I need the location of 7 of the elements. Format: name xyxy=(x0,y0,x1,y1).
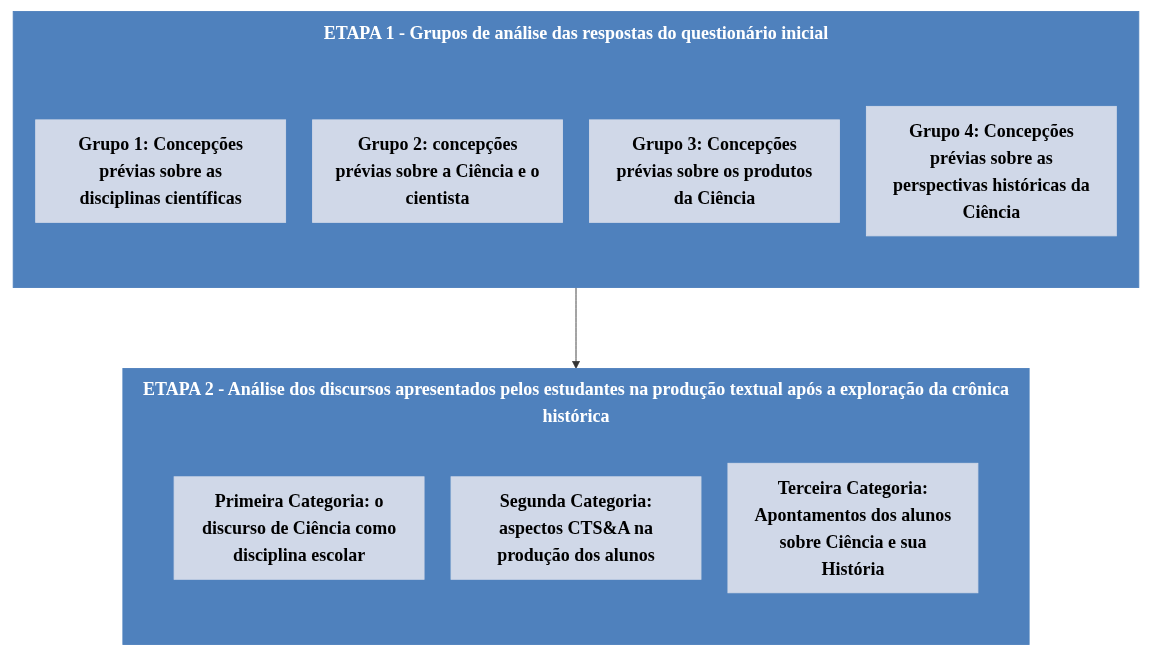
node-box: Grupo 1: Concepções prévias sobre as disciplinas científicas xyxy=(35,119,287,223)
node-box: Grupo 2: concepções prévias sobre a Ciência e o cientista xyxy=(312,119,563,223)
node-box: Segunda Categoria: aspectos CTS&A na produção dos alunos xyxy=(450,476,702,580)
node-box: Grupo 3: Concepções prévias sobre os produtos da Ciência xyxy=(589,119,840,223)
node-box: Terceira Categoria: Apontamentos dos alunos sobre Ciência e sua História xyxy=(727,462,979,594)
node-box: Primeira Categoria: o discurso de Ciência como disciplina escolar xyxy=(173,476,425,580)
node-box: Grupo 4: Concepções prévias sobre as perspectivas históricas da Ciência xyxy=(865,105,1117,237)
